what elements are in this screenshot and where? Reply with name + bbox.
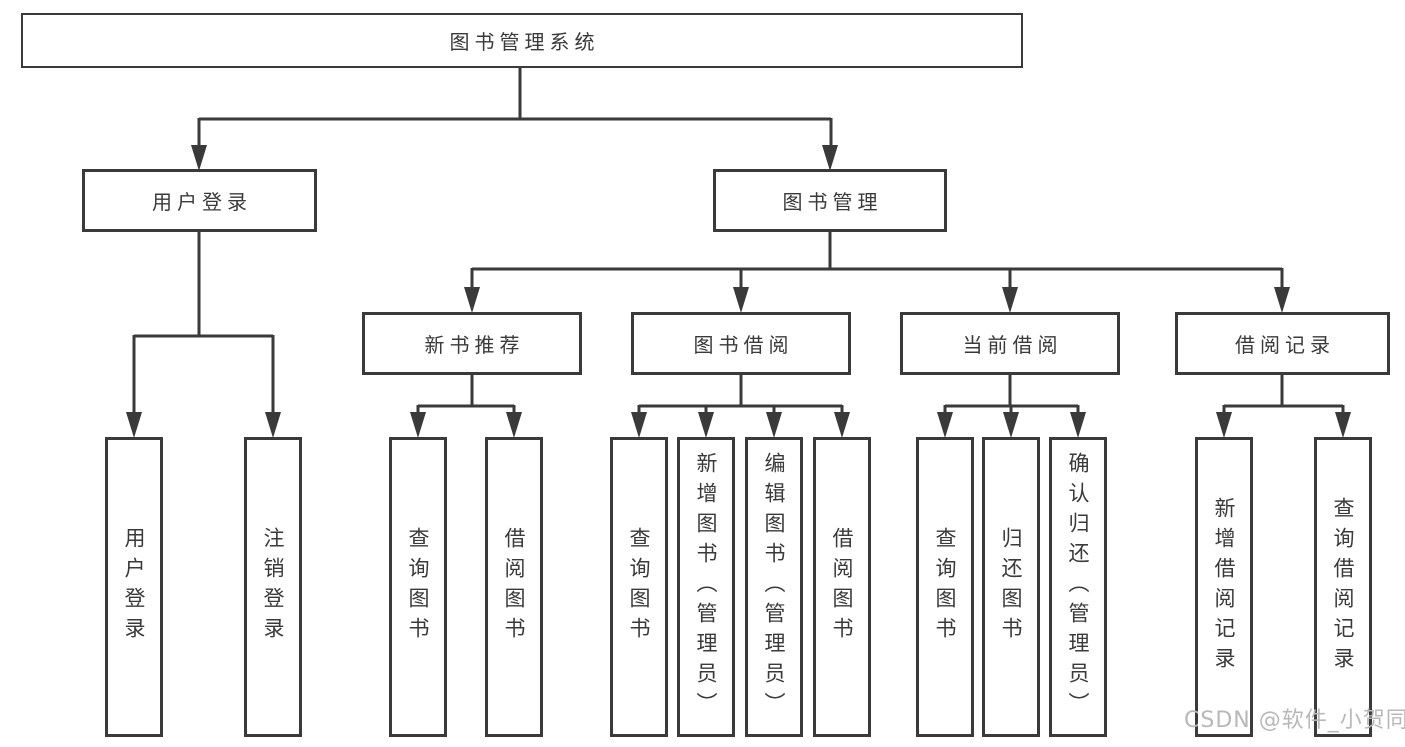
node-leaf-query-borrow-record: 查询借阅记录 [1314, 437, 1372, 737]
node-current-borrowing-label: 当前借阅 [962, 333, 1063, 357]
node-new-book-recommend: 新书推荐 [362, 312, 582, 375]
node-leaf-borrow-books-2-label: 借阅图书 [830, 527, 854, 647]
node-leaf-user-login-label: 用户登录 [122, 527, 146, 647]
node-new-book-recommend-label: 新书推荐 [424, 333, 525, 357]
node-leaf-borrow-books-1: 借阅图书 [485, 437, 543, 737]
node-leaf-confirm-return-admin-label: 确认归还（管理员） [1066, 452, 1090, 722]
node-leaf-query-books-1-label: 查询图书 [406, 527, 430, 647]
node-leaf-logout: 注销登录 [244, 437, 302, 737]
node-book-management-group-label: 图书管理 [782, 190, 883, 214]
node-book-management-system-label: 图书管理系统 [449, 30, 600, 54]
watermark-text: CSDN @软件_小贺同学 [1184, 708, 1405, 733]
node-leaf-borrow-books-1-label: 借阅图书 [502, 527, 526, 647]
node-leaf-edit-books-admin-label: 编辑图书（管理员） [762, 452, 786, 722]
node-user-login-group: 用户登录 [82, 169, 317, 232]
node-leaf-query-books-1: 查询图书 [389, 437, 447, 737]
node-user-login-group-label: 用户登录 [152, 190, 252, 214]
node-leaf-user-login: 用户登录 [105, 437, 163, 737]
node-leaf-logout-label: 注销登录 [261, 527, 285, 647]
node-book-borrowing: 图书借阅 [631, 312, 851, 375]
node-leaf-query-books-3-label: 查询图书 [933, 527, 957, 647]
node-leaf-add-borrow-record: 新增借阅记录 [1195, 437, 1253, 737]
node-leaf-add-books-admin: 新增图书（管理员） [677, 437, 735, 737]
node-leaf-query-borrow-record-label: 查询借阅记录 [1331, 497, 1355, 677]
node-current-borrowing: 当前借阅 [900, 312, 1120, 375]
node-book-management-group: 图书管理 [713, 169, 947, 232]
node-leaf-query-books-3: 查询图书 [916, 437, 974, 737]
node-leaf-add-borrow-record-label: 新增借阅记录 [1212, 497, 1236, 677]
connector-segments [132, 68, 1345, 415]
node-leaf-confirm-return-admin: 确认归还（管理员） [1049, 437, 1107, 737]
node-leaf-borrow-books-2: 借阅图书 [813, 437, 871, 737]
node-leaf-query-books-2: 查询图书 [610, 437, 668, 737]
node-leaf-add-books-admin-label: 新增图书（管理员） [694, 452, 718, 722]
arrowheads [126, 145, 1351, 438]
node-leaf-return-books: 归还图书 [982, 437, 1040, 737]
node-leaf-query-books-2-label: 查询图书 [627, 527, 651, 647]
node-book-management-system: 图书管理系统 [21, 13, 1023, 68]
node-leaf-edit-books-admin: 编辑图书（管理员） [745, 437, 803, 737]
node-borrowing-records-label: 借阅记录 [1235, 333, 1335, 357]
node-leaf-return-books-label: 归还图书 [999, 527, 1023, 647]
node-borrowing-records: 借阅记录 [1175, 312, 1390, 375]
node-book-borrowing-label: 图书借阅 [693, 333, 794, 357]
